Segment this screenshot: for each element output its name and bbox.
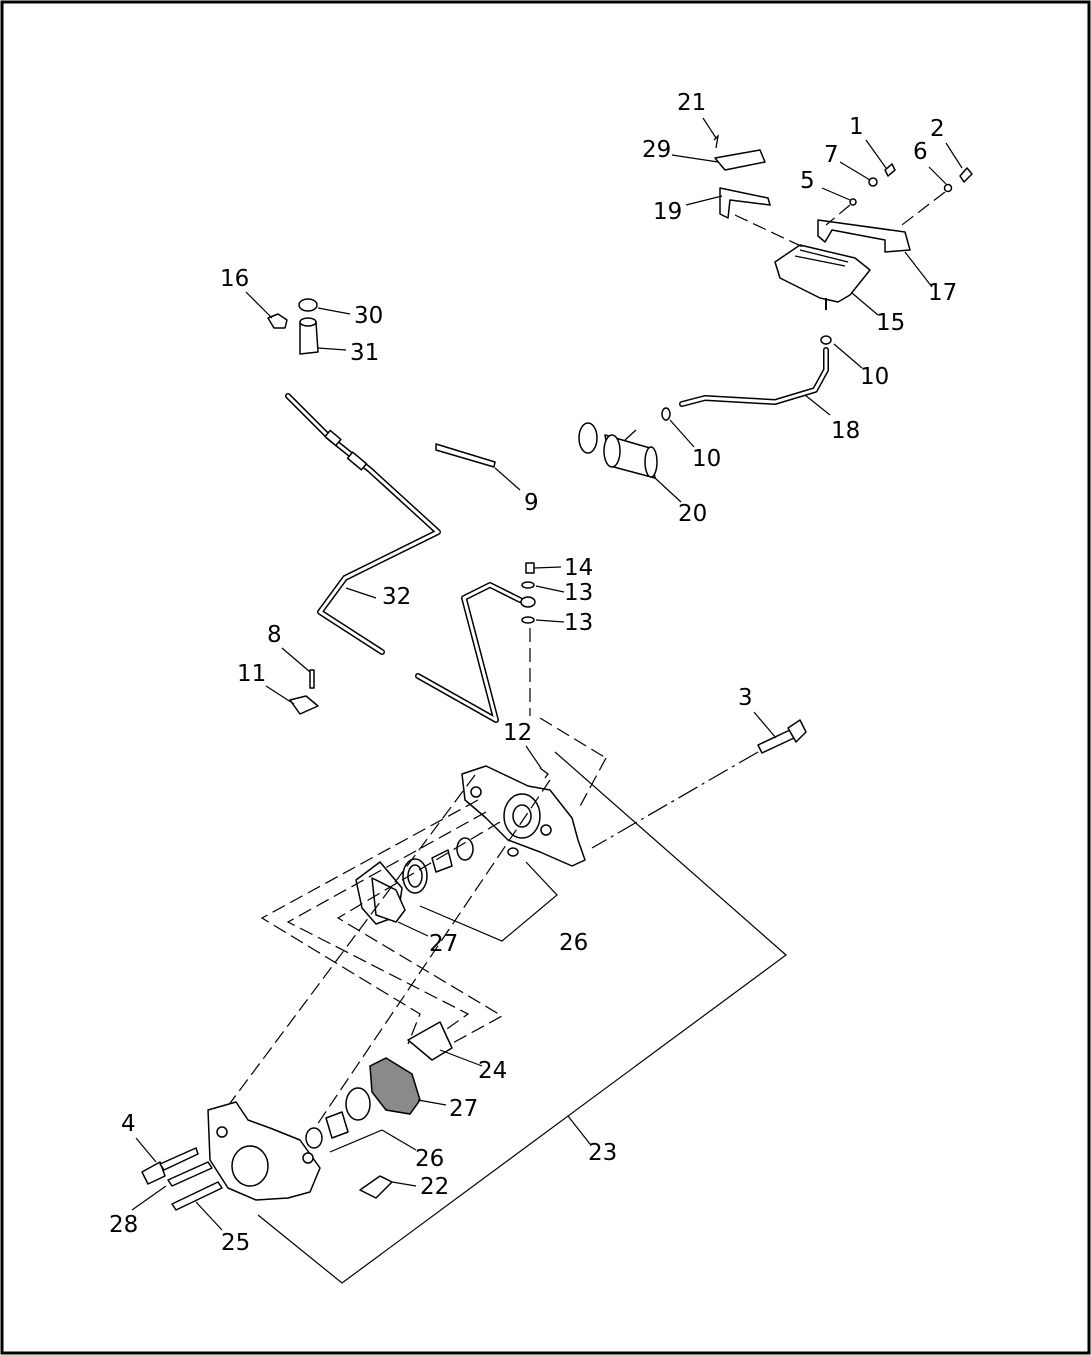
callout-15: 15 (876, 310, 905, 336)
upper-caliper (355, 765, 586, 925)
callout-11: 11 (237, 661, 266, 687)
callout-27-upper: 27 (429, 931, 458, 957)
callout-4: 4 (121, 1111, 136, 1137)
callout-9: 9 (524, 490, 539, 516)
clamp-10-upper (820, 335, 832, 345)
callout-5: 5 (800, 168, 815, 194)
callout-14: 14 (564, 555, 593, 581)
clip-11 (289, 695, 319, 715)
callout-2: 2 (930, 116, 945, 142)
bolt-4 (159, 1147, 199, 1171)
callout-7: 7 (824, 142, 839, 168)
master-cylinder-group (713, 134, 973, 310)
callout-12: 12 (503, 720, 532, 746)
brake-line-lower (415, 562, 536, 723)
washer-13-lower (521, 616, 535, 624)
callout-13-lower: 13 (564, 610, 593, 636)
callout-1: 1 (849, 114, 864, 140)
lower-caliper (141, 1021, 453, 1211)
callout-29: 29 (642, 137, 671, 163)
banjo-bolt-14 (525, 562, 535, 574)
callout-13-upper: 13 (564, 580, 593, 606)
callouts: 1 2 3 4 5 6 7 8 9 10 10 11 12 13 13 14 1… (109, 90, 957, 1256)
callout-19: 19 (653, 199, 682, 225)
brake-line-32 (285, 393, 441, 655)
washer-6 (943, 183, 953, 193)
callout-22: 22 (420, 1174, 449, 1200)
callout-24: 24 (478, 1058, 507, 1084)
callout-18: 18 (831, 418, 860, 444)
fitting-31 (299, 321, 319, 355)
bolt-1 (884, 163, 896, 177)
callout-28: 28 (109, 1212, 138, 1238)
callout-32: 32 (382, 584, 411, 610)
brake-pad-27-lower (369, 1057, 421, 1115)
callout-30: 30 (354, 303, 383, 329)
callout-8: 8 (267, 622, 282, 648)
caliper-bolt-3 (591, 719, 807, 849)
master-cylinder-body (774, 244, 871, 303)
callout-25: 25 (221, 1230, 250, 1256)
mount-bracket (817, 219, 911, 253)
callout-16: 16 (220, 266, 249, 292)
reservoir-assembly (578, 422, 658, 479)
callout-6: 6 (913, 139, 928, 165)
cable-tie (435, 443, 496, 468)
callout-21: 21 (677, 90, 706, 116)
callout-10-lower: 10 (692, 446, 721, 472)
reservoir-cover (714, 149, 766, 171)
bolt-2 (959, 167, 973, 183)
callout-31: 31 (350, 340, 379, 366)
callout-23: 23 (588, 1140, 617, 1166)
washer-5 (849, 198, 857, 206)
clip-assembly (289, 669, 319, 715)
master-cylinder-opening (794, 249, 849, 267)
callout-26-upper: 26 (559, 930, 588, 956)
clamp-10-lower (661, 407, 671, 421)
leaders (131, 117, 963, 1231)
o-ring (578, 422, 598, 454)
gasket (719, 187, 771, 219)
washer-7 (868, 177, 878, 187)
callout-17: 17 (928, 280, 957, 306)
bleeder-22 (359, 1175, 393, 1199)
banjo-fitting (267, 298, 319, 355)
washer-13-upper (521, 581, 535, 589)
callout-10-upper: 10 (860, 364, 889, 390)
cover-screw (713, 134, 719, 149)
callout-3: 3 (738, 685, 753, 711)
callout-26-lower: 26 (415, 1146, 444, 1172)
pin-25 (171, 1181, 223, 1211)
reservoir-hose (661, 335, 832, 421)
cap-30 (298, 298, 318, 312)
pin-28 (167, 1161, 213, 1187)
callout-27-lower: 27 (449, 1096, 478, 1122)
callout-20: 20 (678, 501, 707, 527)
bleeder-16 (267, 313, 288, 329)
rivet-8 (309, 669, 315, 689)
